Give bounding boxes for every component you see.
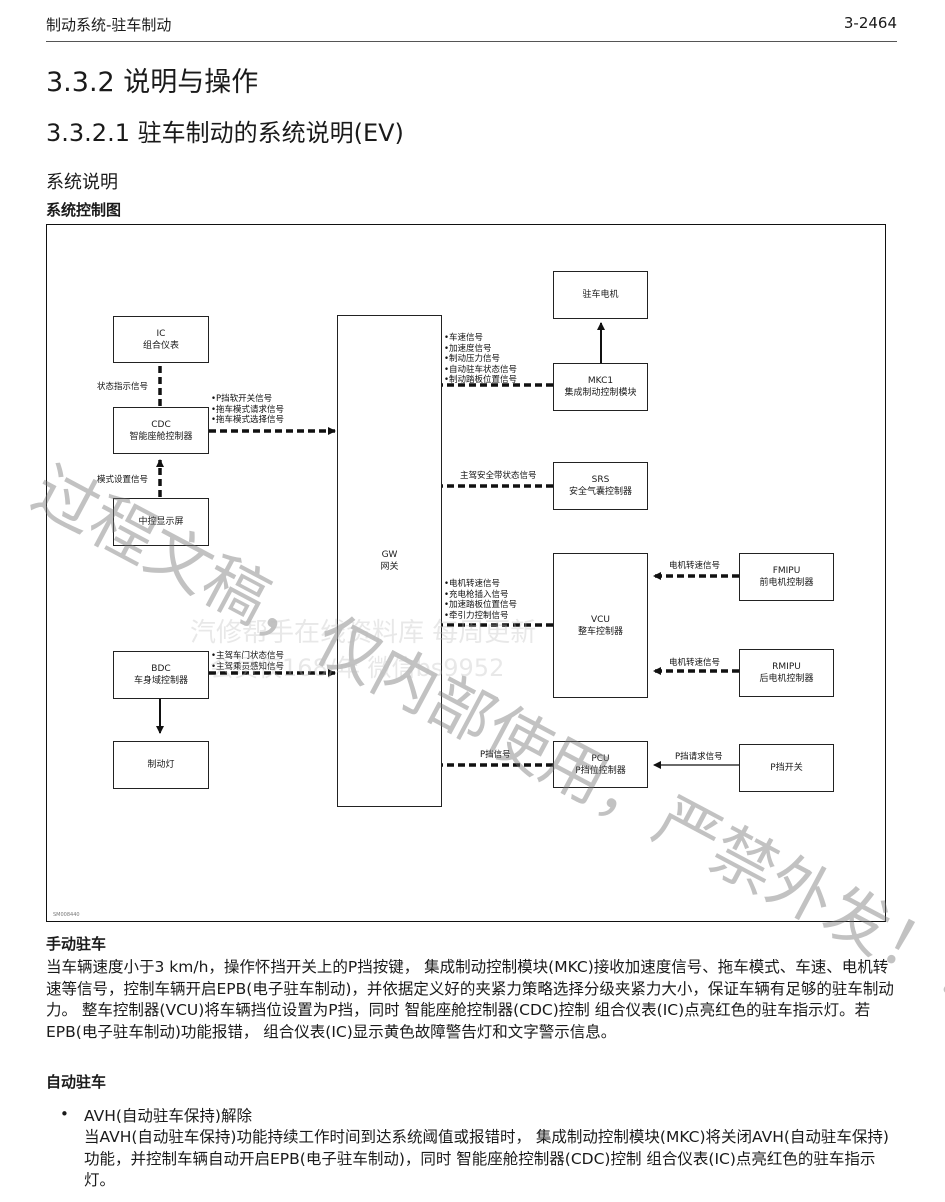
system-control-diagram: IC 组合仪表 CDC 智能座舱控制器 中控显示屏 BDC 车身域控制器 制动灯…: [46, 224, 886, 922]
vcu-box-code: VCU: [590, 614, 611, 625]
ic-box-code: IC: [156, 328, 166, 339]
signal-list-mkc-to-gw: •车速信号 •加速度信号 •制动压力信号 •自动驻车状态信号 •制动踏板位置信号: [444, 333, 517, 386]
bdc-box: BDC 车身域控制器: [113, 651, 209, 699]
avh-release-body: 当AVH(自动驻车保持)功能持续工作时间到达系统阈值或报错时， 集成制动控制模块…: [84, 1128, 889, 1189]
signal-pcu-to-gw: P挡信号: [480, 750, 511, 760]
ic-box-label: 组合仪表: [142, 340, 179, 351]
signal-display-to-cdc: 模式设置信号: [97, 475, 149, 485]
pcu-box-label: P挡位控制器: [575, 765, 626, 776]
signal-item: •加速踏板位置信号: [444, 600, 518, 610]
header-divider: [46, 41, 897, 42]
heading-level-1: 3.3.2 说明与操作: [46, 67, 259, 98]
signal-list-cdc-to-gw: •P挡软开关信号 •拖车模式请求信号 •拖车模式选择信号: [211, 394, 284, 426]
brake-light-box: 制动灯: [113, 741, 209, 789]
fmipu-box: FMIPU 前电机控制器: [739, 553, 834, 601]
pcu-box: PCU P挡位控制器: [553, 741, 648, 788]
signal-cdc-to-ic: 状态指示信号: [97, 382, 149, 392]
header-section-title: 制动系统-驻车制动: [46, 16, 172, 34]
signal-list-vcu-to-gw: •电机转速信号 •充电枪插入信号 •加速踏板位置信号 •牵引力控制信号: [444, 579, 517, 621]
signal-item: •自动驻车状态信号: [444, 364, 518, 375]
gw-box-label: 网关: [380, 562, 399, 572]
manual-parking-title: 手动驻车: [46, 935, 107, 953]
pcu-box-code: PCU: [591, 753, 610, 764]
signal-item: •充电枪插入信号: [444, 589, 509, 600]
mkc1-box: MKC1 集成制动控制模块: [553, 363, 648, 411]
bdc-box-label: 车身域控制器: [133, 676, 188, 686]
signal-item: •制动踏板位置信号: [444, 375, 518, 385]
heading-level-4: 系统控制图: [46, 201, 122, 219]
parking-motor-box: 驻车电机: [553, 271, 648, 319]
signal-item: •拖车模式请求信号: [211, 404, 285, 415]
heading-level-3: 系统说明: [46, 172, 118, 193]
mkc1-box-label: 集成制动控制模块: [564, 388, 637, 398]
p-switch-box-label: P挡开关: [770, 763, 803, 773]
auto-parking-title: 自动驻车: [46, 1073, 107, 1091]
manual-parking-body: 当车辆速度小于3 km/h，操作怀挡开关上的P挡按键， 集成制动控制模块(MKC…: [46, 958, 894, 1041]
fmipu-box-code: FMIPU: [772, 566, 801, 576]
srs-box: SRS 安全气囊控制器: [553, 462, 648, 510]
rmipu-box-label: 后电机控制器: [759, 674, 814, 684]
signal-item: •车速信号: [444, 333, 484, 343]
gw-box: GW 网关: [337, 315, 442, 807]
srs-box-label: 安全气囊控制器: [568, 487, 632, 497]
fmipu-box-label: 前电机控制器: [759, 578, 814, 588]
display-box: 中控显示屏: [113, 498, 209, 546]
figure-id: SM008440: [53, 912, 80, 918]
signal-item: •主驾车门状态信号: [211, 651, 285, 661]
diagram-connectors: [156, 322, 739, 769]
brake-light-box-label: 制动灯: [147, 760, 175, 770]
bdc-box-code: BDC: [151, 664, 171, 674]
cdc-box-label: 智能座舱控制器: [129, 431, 193, 442]
cdc-box: CDC 智能座舱控制器: [113, 407, 209, 454]
signal-item: •加速度信号: [444, 343, 492, 354]
gw-box-code: GW: [381, 550, 398, 560]
display-box-label: 中控显示屏: [138, 517, 184, 527]
vcu-box: VCU 整车控制器: [553, 553, 648, 698]
signal-list-bdc-to-gw: •主驾车门状态信号 •主驾乘员感知信号: [211, 651, 284, 672]
parking-motor-box-label: 驻车电机: [582, 290, 619, 300]
signal-rmipu-to-vcu: 电机转速信号: [669, 658, 721, 668]
srs-box-code: SRS: [591, 475, 610, 485]
signal-item: •拖车模式选择信号: [211, 415, 285, 425]
mkc1-box-code: MKC1: [587, 376, 614, 386]
signal-item: •牵引力控制信号: [444, 610, 509, 621]
vcu-box-label: 整车控制器: [577, 626, 623, 637]
signal-fmipu-to-vcu: 电机转速信号: [669, 561, 721, 571]
signal-item: •电机转速信号: [444, 579, 501, 589]
rmipu-box: RMIPU 后电机控制器: [739, 649, 834, 697]
ic-box: IC 组合仪表: [113, 316, 209, 363]
bullet-marker: •: [60, 1105, 69, 1123]
signal-pswitch-to-pcu: P挡请求信号: [675, 752, 723, 762]
p-switch-box: P挡开关: [739, 744, 834, 792]
avh-release-title: AVH(自动驻车保持)解除: [84, 1107, 252, 1125]
signal-item: •制动压力信号: [444, 354, 501, 364]
signal-item: •P挡软开关信号: [211, 394, 273, 404]
signal-srs-to-gw: 主驾安全带状态信号: [460, 471, 537, 481]
heading-level-2: 3.3.2.1 驻车制动的系统说明(EV): [46, 119, 404, 147]
header-page-number: 3-2464: [843, 14, 897, 32]
rmipu-box-code: RMIPU: [772, 662, 801, 672]
signal-item: •主驾乘员感知信号: [211, 661, 285, 672]
cdc-box-code: CDC: [151, 419, 171, 430]
